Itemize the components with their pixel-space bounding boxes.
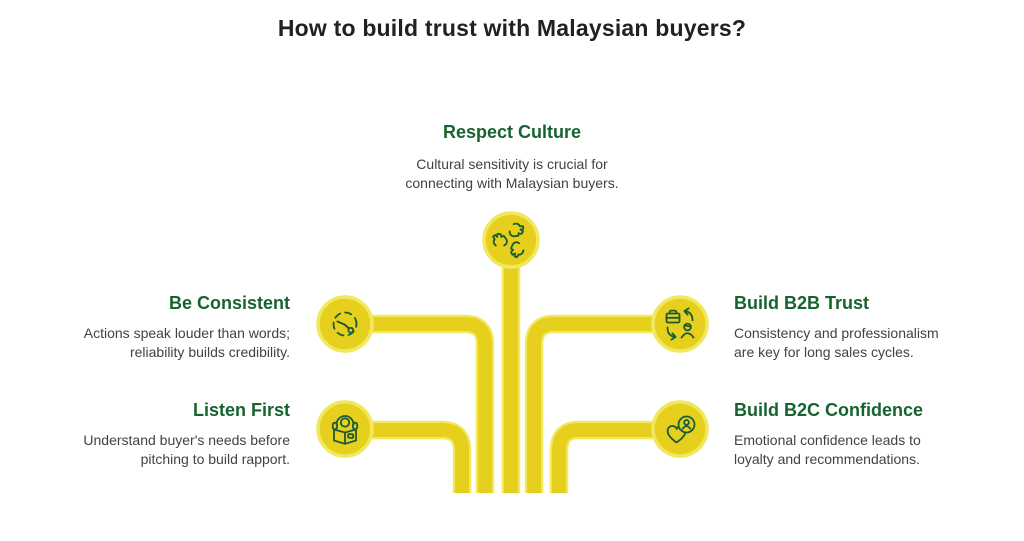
person-face-shape (683, 324, 692, 328)
arrowhead-shape (670, 332, 677, 341)
arrowhead-shape (683, 307, 690, 316)
dashed-clock-icon (332, 311, 358, 337)
person-shoulders-shape (680, 332, 695, 339)
node-text-listen-first: Listen First Understand buyer's needs be… (30, 399, 290, 469)
node-body-line: Emotional confidence leads to (734, 432, 921, 448)
headband-shape (335, 415, 355, 426)
book-tag-shape (347, 433, 355, 439)
node-heading-build-b2c-confidence: Build B2C Confidence (734, 400, 924, 420)
node-body-line: Consistency and professionalism (734, 325, 939, 341)
node-body-line: Actions speak louder than words; (83, 325, 290, 341)
node-body-line: Cultural sensitivity is crucial for (416, 156, 608, 172)
page-title: How to build trust with Malaysian buyers… (277, 15, 747, 41)
node-body-line: loyalty and recommendations. (734, 451, 920, 467)
briefcase-person-exchange-icon (665, 307, 695, 341)
customer-shoulders-shape (681, 425, 692, 430)
clock-hand-shape (336, 320, 350, 330)
head-shape (339, 417, 351, 428)
headphones-book-icon (331, 415, 359, 445)
connector-line-layer (345, 240, 680, 493)
customer-head-shape (683, 419, 690, 426)
node-body-line: pitching to build rapport. (140, 451, 290, 467)
node-heading-listen-first: Listen First (192, 400, 290, 420)
node-heading-build-b2b-trust: Build B2B Trust (734, 293, 870, 313)
node-text-be-consistent: Be Consistent Actions speak louder than … (30, 292, 290, 362)
node-body-line: are key for long sales cycles. (734, 344, 914, 360)
node-heading-respect-culture: Respect Culture (442, 122, 582, 142)
node-heading-be-consistent: Be Consistent (168, 293, 290, 313)
dashed-circle-shape (332, 311, 358, 337)
node-body-line: connecting with Malaysian buyers. (405, 175, 619, 191)
exchange-arrow-shape (684, 310, 694, 322)
node-text-respect-culture: Respect Culture Cultural sensitivity is … (332, 121, 692, 193)
hand-tip-shape (347, 326, 355, 334)
node-circle-b2b (651, 295, 709, 353)
heart-customer-icon (666, 415, 696, 444)
node-circle-listen-first (316, 400, 374, 458)
node-body-line: Understand buyer's needs before (83, 432, 290, 448)
briefcase-handle-shape (668, 309, 678, 315)
node-circle-respect-culture (482, 211, 540, 269)
node-text-build-b2b-trust: Build B2B Trust Consistency and professi… (734, 292, 1019, 362)
node-text-build-b2c-confidence: Build B2C Confidence Emotional confidenc… (734, 399, 1019, 469)
node-body-line: reliability builds credibility. (129, 344, 290, 360)
exchange-arrow-shape (666, 326, 676, 338)
